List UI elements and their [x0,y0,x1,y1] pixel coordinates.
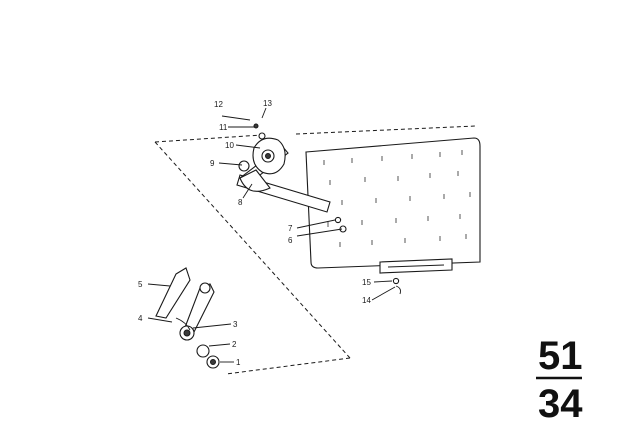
callout-14: 14 [362,296,371,305]
clip-14-15 [392,277,401,295]
callout-6: 6 [288,236,293,245]
window-crank-assembly [155,267,220,369]
callout-9: 9 [210,159,215,168]
glass-guide-rail [379,258,453,274]
callout-11: 11 [219,123,228,132]
callout-7: 7 [288,224,293,233]
callout-10: 10 [225,141,234,150]
door-outline-dashed [154,125,477,375]
callout-13: 13 [263,99,272,108]
callout-15: 15 [362,278,371,287]
sector-gear [239,169,271,192]
callout-4: 4 [138,314,143,323]
callout-12: 12 [214,100,223,109]
callout-3: 3 [233,320,238,329]
regulator-mechanism [238,123,286,175]
group-number-bottom: 34 [538,382,583,426]
group-number-top: 51 [538,334,583,378]
callout-5: 5 [138,280,143,289]
callout-2: 2 [232,340,237,349]
leader-lines [147,107,396,363]
window-glass [305,137,481,269]
callout-1: 1 [236,358,241,367]
callout-8: 8 [238,198,243,207]
